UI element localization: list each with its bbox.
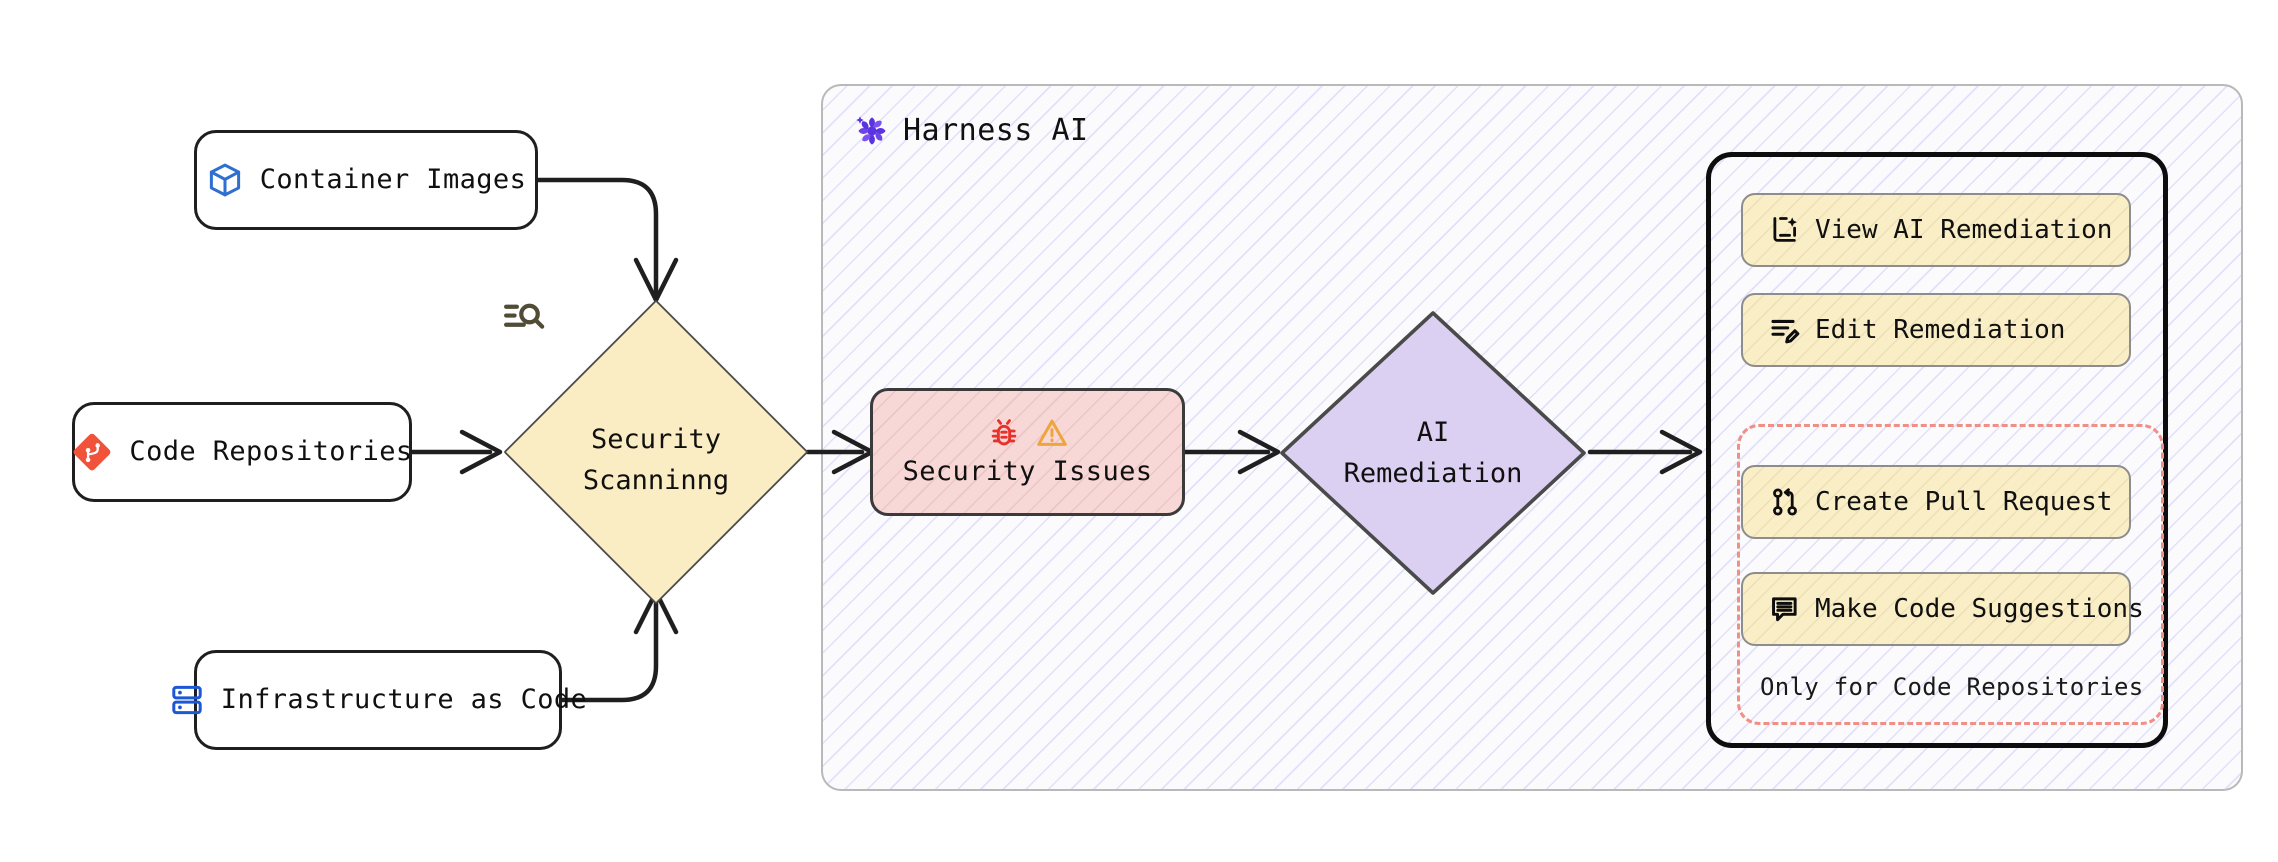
action-make-code-suggestions[interactable]: Make Code Suggestions: [1741, 572, 2144, 646]
comment-lines-icon: [1769, 593, 1801, 625]
edge-arrowhead-1: [633, 257, 679, 303]
edge-arrowhead-6: [1659, 429, 1703, 475]
code-repo-only-group: [1737, 424, 2164, 725]
harness-ai-title: Harness AI: [855, 113, 1089, 148]
action-edit-remediation[interactable]: Edit Remediation: [1741, 293, 2131, 367]
cube-icon: [206, 161, 244, 199]
node-infrastructure-as-code[interactable]: Infrastructure as Code: [172, 650, 587, 750]
ai-actions-panel: [1706, 152, 2168, 748]
action-label: Create Pull Request: [1815, 487, 2113, 517]
action-label: View AI Remediation: [1815, 215, 2113, 245]
edge-iac-to-scanning: [559, 597, 659, 703]
git-icon: [71, 431, 113, 473]
security-issues-icon-row: [987, 416, 1069, 450]
action-create-pull-request[interactable]: Create Pull Request: [1741, 465, 2131, 539]
node-container-images[interactable]: Container Images: [194, 130, 538, 230]
node-code-repositories[interactable]: Code Repositories: [72, 402, 412, 502]
edge-arrowhead-5: [1237, 429, 1281, 475]
node-security-scanning[interactable]: Security Scanninng: [500, 296, 812, 608]
warning-triangle-icon: [1035, 416, 1069, 450]
node-label: Security Issues: [902, 456, 1153, 488]
pull-request-icon: [1769, 486, 1801, 518]
edit-lines-pencil-icon: [1769, 314, 1801, 346]
sparkle-document-icon: [1769, 214, 1801, 246]
node-ai-remediation[interactable]: AI Remediation: [1277, 308, 1589, 598]
action-view-ai-remediation[interactable]: View AI Remediation: [1741, 193, 2131, 267]
action-label: Make Code Suggestions: [1815, 594, 2144, 624]
restricted-caption: Only for Code Repositories: [1760, 673, 2144, 701]
node-label: Infrastructure as Code: [220, 684, 588, 716]
harness-pinwheel-logo: [855, 114, 889, 148]
node-label: Code Repositories: [129, 436, 413, 468]
edge-arrowhead-2: [459, 429, 503, 475]
node-label: Container Images: [259, 164, 527, 196]
edge-container-images-to-scanning: [535, 177, 659, 296]
action-label: Edit Remediation: [1815, 315, 2066, 345]
harness-ai-title-text: Harness AI: [903, 113, 1089, 148]
node-security-issues[interactable]: Security Issues: [870, 388, 1185, 516]
bug-icon: [987, 416, 1021, 450]
server-stack-icon: [169, 682, 205, 718]
